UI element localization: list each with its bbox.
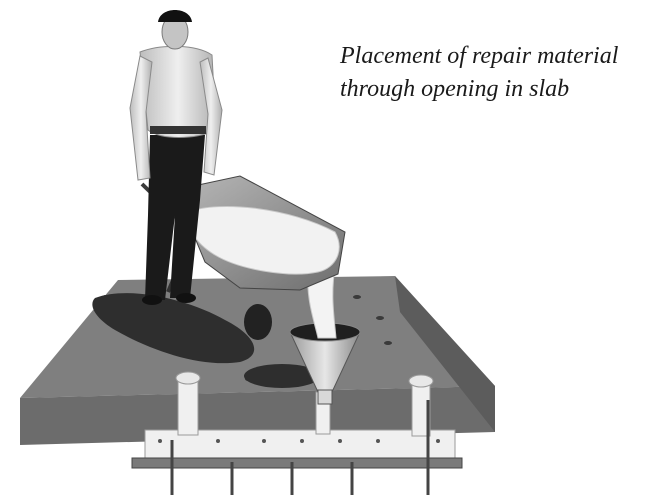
caption-line-2: through opening in slab (340, 73, 645, 106)
worker-boot-left (142, 295, 162, 305)
caption-line-1: Placement of repair material (340, 40, 645, 73)
figure-caption: Placement of repair material through ope… (340, 40, 645, 106)
hard-hat-icon (158, 10, 192, 22)
shoring-beam (132, 458, 462, 468)
funnel-spout (318, 390, 332, 404)
worker-boot-right (176, 293, 196, 303)
worker-legs (145, 135, 205, 300)
riser-cap-left (176, 372, 200, 384)
repair-riser-left (178, 380, 198, 435)
riser-cap-right (409, 375, 433, 387)
worker-belt (150, 126, 206, 134)
barrow-wheel (244, 304, 272, 340)
